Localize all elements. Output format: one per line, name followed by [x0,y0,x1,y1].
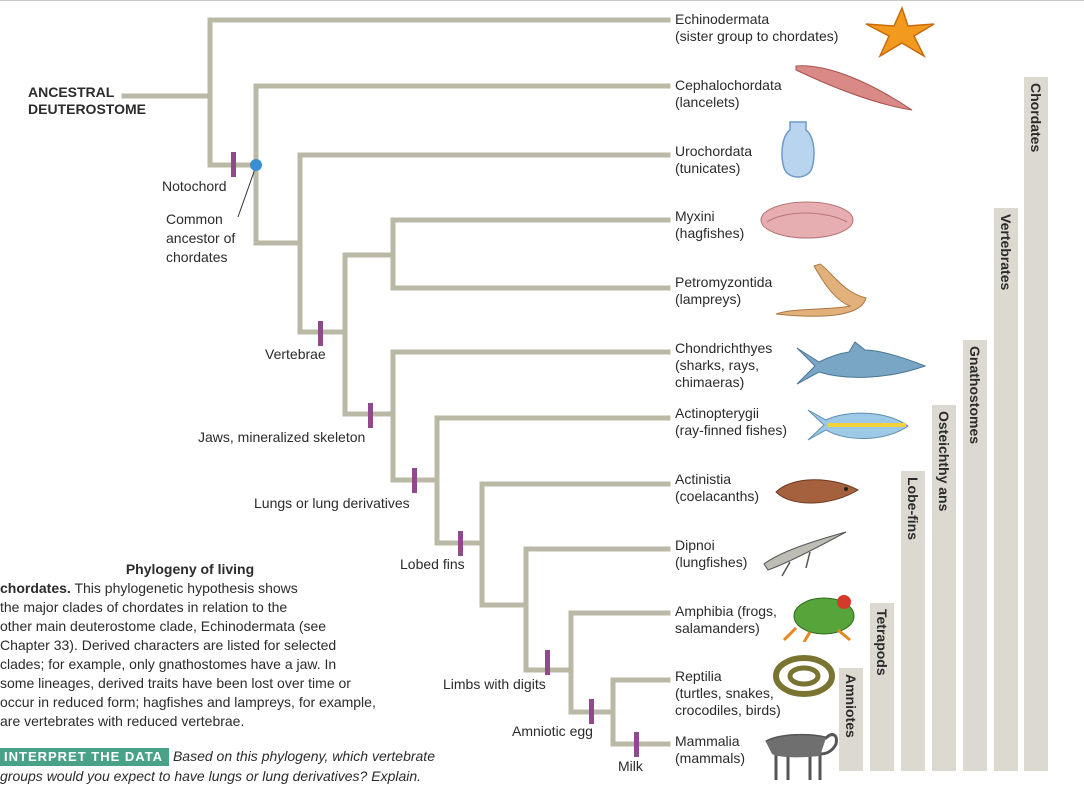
taxon-actinopterygii: Actinopterygii(ray-finned fishes) [675,405,788,438]
ancestral-deuterostome-label: ANCESTRAL DEUTEROSTOME [28,84,146,117]
frog-icon [782,595,855,642]
taxon-myxini: Myxini(hagfishes) [675,208,745,241]
taxon-cephalochordata: Cephalochordata(lancelets) [675,77,782,110]
snake-icon [773,655,835,697]
top-border [0,0,1084,1]
common-ancestor-label: Common ancestor of chordates [166,211,236,265]
tick-vertebrae [318,321,323,346]
coelacanth-icon [775,479,860,504]
tick-lobed-fins [458,531,463,556]
tick-notochord [231,152,236,177]
lamprey-icon [775,263,867,317]
clade-bar-amniotes: Amniotes [839,668,863,771]
jaws-label: Jaws, mineralized skeleton [198,429,366,445]
taxon-actinistia: Actinistia(coelacanths) [675,471,760,504]
tick-limbs [545,650,550,675]
lungs-label: Lungs or lung derivatives [254,495,410,511]
caption-title: Phylogeny of living [125,561,255,577]
clade-bar-lobe-fins: Lobe-fins [901,471,925,771]
tunicate-icon [781,121,815,178]
taxon-petromyzontida: Petromyzontida(lampreys) [675,274,773,307]
taxon-chondrichthyes: Chondrichthyes(sharks, rays, chimaeras) [675,340,773,390]
figure-caption: Phylogeny of living chordates. This phyl… [0,560,420,731]
taxon-urochordata: Urochordata(tunicates) [675,143,753,176]
taxon-amphibia: Amphibia (frogs,salamanders) [675,603,777,636]
clade-bar-chordates: Chordates [1024,77,1048,771]
starfish-icon [865,6,935,58]
hagfish-icon [760,201,854,239]
lobed-fins-label: Lobed fins [400,556,465,572]
tick-jaws [368,403,373,428]
lungfish-icon [763,531,847,577]
notochord-label: Notochord [162,178,227,194]
common-ancestor-node [250,159,262,171]
milk-label: Milk [618,758,643,774]
tree-branches [121,17,671,747]
ray-finned-fish-icon [807,409,909,441]
clade-bar-vertebrates: Vertebrates [994,208,1018,771]
limbs-label: Limbs with digits [443,676,546,692]
lancelet-icon [795,65,913,111]
taxon-dipnoi: Dipnoi(lungfishes) [675,537,748,570]
tick-lungs [412,468,417,493]
clade-bar-osteichthyans: Osteichthy ans [932,405,956,771]
tick-amniotic-egg [589,699,594,724]
clade-bar-gnathostomes: Gnathostomes [963,340,987,771]
taxon-mammalia: Mammalia(mammals) [675,733,745,766]
character-ticks [231,152,639,757]
interpret-tag: INTERPRET THE DATA [0,748,170,766]
tick-milk [634,732,639,757]
shark-icon [796,341,927,385]
vertebrae-label: Vertebrae [265,346,326,362]
ancestor-pointer-line [237,165,257,218]
clade-bar-tetrapods: Tetrapods [870,603,894,771]
wildebeest-icon [765,733,838,780]
amniotic-egg-label: Amniotic egg [512,723,593,739]
caption-body: chordates. This phylogenetic hypothesis … [0,580,376,729]
taxon-reptilia: Reptilia(turtles, snakes,crocodiles, bir… [675,668,781,718]
interpret-the-data: INTERPRET THE DATA Based on this phyloge… [0,748,435,784]
taxon-echinodermata: Echinodermata(sister group to chordates) [675,11,839,44]
